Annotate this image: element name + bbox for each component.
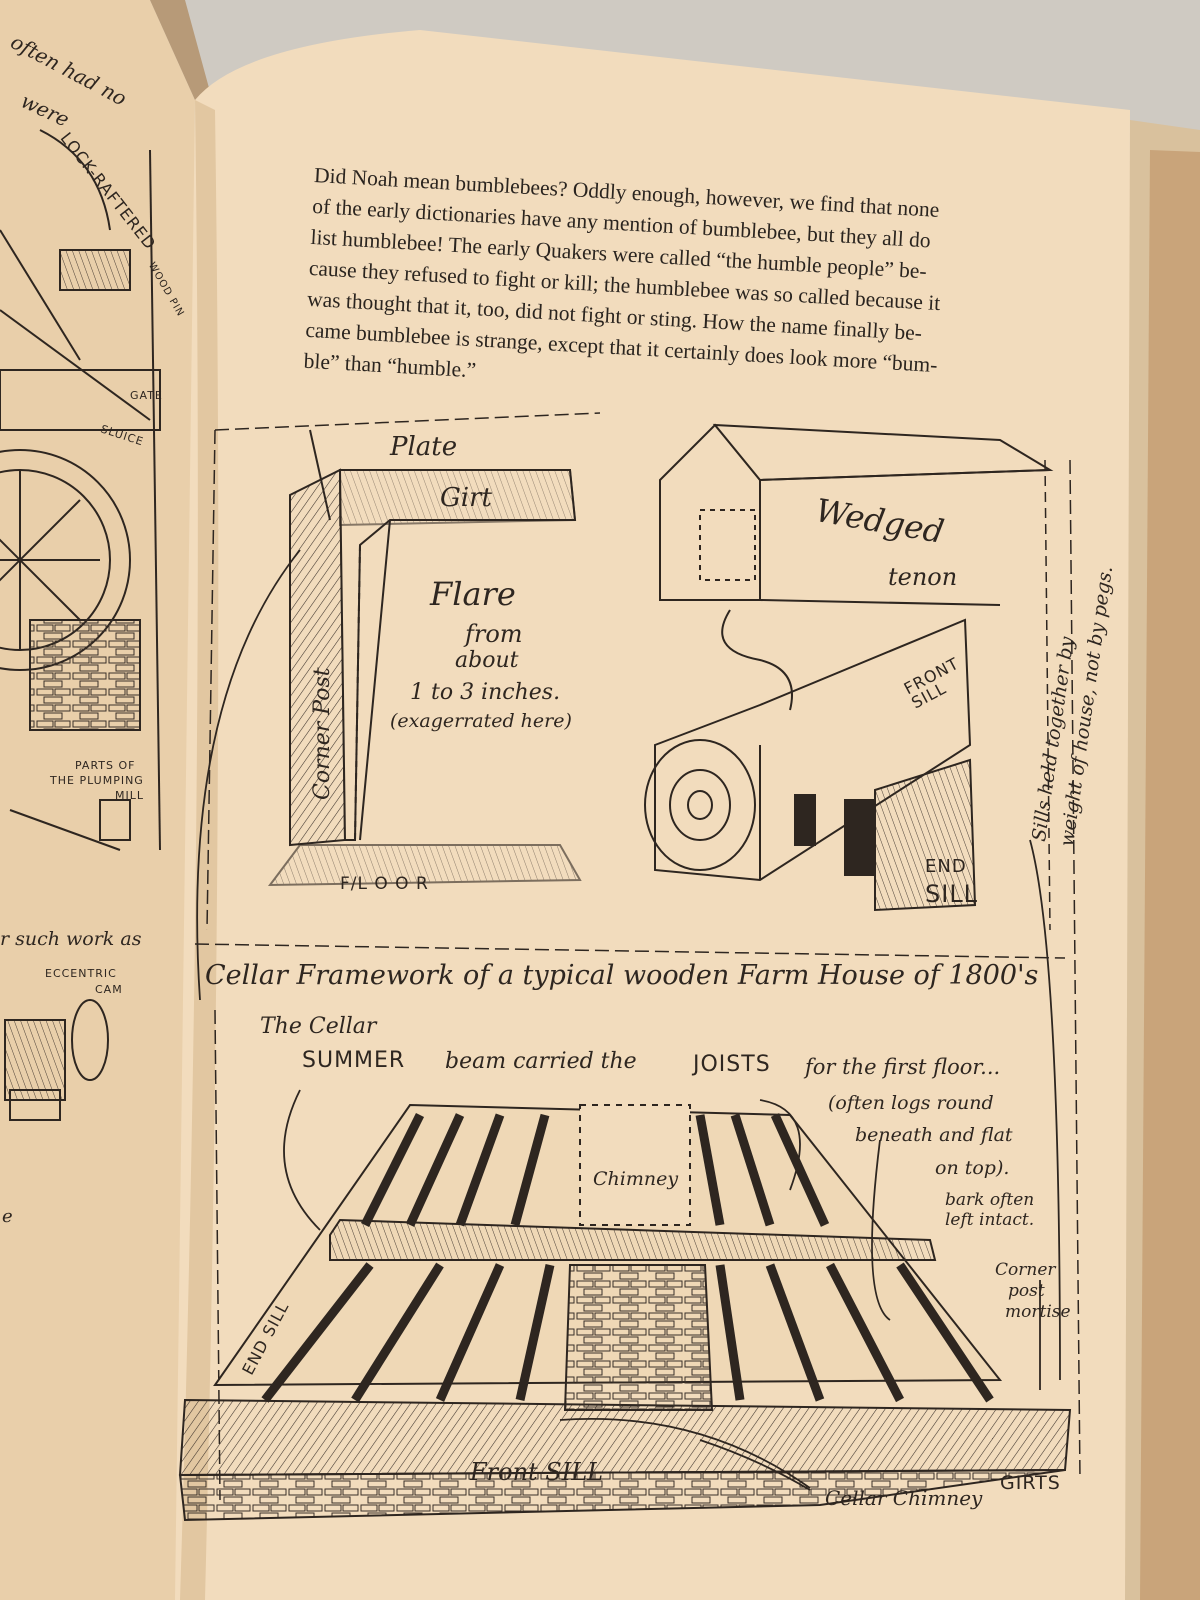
left-page xyxy=(0,0,195,1600)
corner-post-drawing xyxy=(267,429,582,887)
corner-post-label: Corner Post xyxy=(310,667,335,800)
flare-label: Flare xyxy=(430,575,516,613)
summer-label: SUMMER xyxy=(302,1048,406,1073)
end-label: END xyxy=(925,856,967,877)
body-paragraph: Did Noah mean bumblebees? Oddly enough, … xyxy=(303,160,1004,415)
left-plumping-label: THE PLUMPING xyxy=(50,774,144,787)
cellar-joists xyxy=(261,1112,994,1403)
left-gate-label: GATE xyxy=(130,389,163,402)
girts-label: GIRTS xyxy=(1000,1472,1061,1494)
girt-label: Girt xyxy=(440,483,492,513)
cellar-title: Cellar Framework of a typical wooden Far… xyxy=(205,960,1039,991)
exaggerated-label: (exagerrated here) xyxy=(390,710,572,732)
left-cam-label: CAM xyxy=(95,983,123,996)
floor-label: F/L O O R xyxy=(340,874,429,894)
inches-label: 1 to 3 inches. xyxy=(410,680,561,705)
corner-mortise-line-1: Corner xyxy=(995,1260,1056,1280)
front-sill-bottom-label: Front SILL xyxy=(470,1458,604,1486)
first-floor-label: for the first floor... xyxy=(805,1055,1001,1079)
the-cellar-label: The Cellar xyxy=(260,1014,377,1039)
bark-note-line-1: bark often xyxy=(945,1190,1035,1210)
joists-label: JOISTS xyxy=(693,1052,771,1077)
logs-note-line-3: on top). xyxy=(935,1157,1010,1179)
logs-note-line-1: (often logs round xyxy=(828,1092,994,1114)
sill-label: SILL xyxy=(925,880,979,908)
from-label: from xyxy=(465,620,523,648)
beam-carried-label: beam carried the xyxy=(445,1049,637,1074)
section-divider xyxy=(194,943,1066,959)
left-such-work-label: r such work as xyxy=(0,928,142,950)
tenon-label: tenon xyxy=(888,563,958,591)
left-eccentric-label: ECCENTRIC xyxy=(45,967,117,980)
chimney-label: Chimney xyxy=(593,1168,679,1190)
bark-note-line-2: left intact. xyxy=(945,1210,1035,1230)
left-mill-label: MILL xyxy=(115,789,144,802)
corner-diagram-frame xyxy=(206,412,601,931)
plate-label: Plate xyxy=(390,432,458,462)
about-label: about xyxy=(455,648,519,673)
corner-mortise-line-2: post xyxy=(1008,1281,1045,1301)
wedged-tenon-drawing xyxy=(644,423,1054,912)
left-parts-of-label: PARTS OF xyxy=(75,759,136,772)
logs-note-line-2: beneath and flat xyxy=(855,1124,1013,1146)
cellar-chimney-label: Cellar Chimney xyxy=(825,1486,983,1510)
left-page-mill-drawing xyxy=(0,129,161,1121)
left-fragment-label: e xyxy=(2,1206,13,1227)
corner-mortise-line-3: mortise xyxy=(1005,1302,1071,1322)
